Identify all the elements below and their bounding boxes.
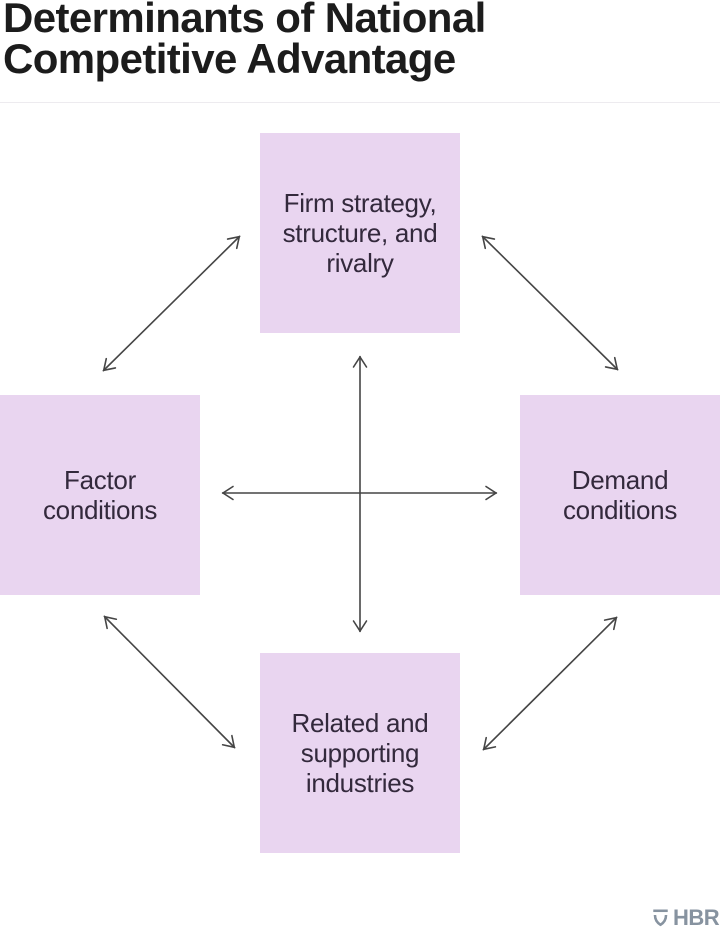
node-demand-conditions: Demand conditions — [520, 395, 720, 595]
title-divider — [0, 102, 720, 103]
node-label: Related and supporting industries — [291, 708, 429, 798]
node-factor-conditions: Factor conditions — [0, 395, 200, 595]
chart-title: Determinants of National Competitive Adv… — [3, 0, 486, 82]
hbr-logo-text: HBR — [673, 905, 720, 930]
node-label: Demand conditions — [562, 465, 678, 525]
node-label: Factor conditions — [42, 465, 158, 525]
arrow-factor-firm-diagonal — [102, 235, 241, 372]
hbr-logo: HBR — [652, 905, 720, 931]
arrow-factor-related-diagonal — [103, 615, 236, 749]
node-firm-strategy: Firm strategy, structure, and rivalry — [260, 133, 460, 333]
hbr-shield-icon — [653, 909, 668, 927]
arrow-related-demand-diagonal — [482, 616, 618, 751]
node-related-industries: Related and supporting industries — [260, 653, 460, 853]
arrow-firm-demand-diagonal — [481, 235, 619, 371]
node-label: Firm strategy, structure, and rivalry — [282, 188, 438, 278]
